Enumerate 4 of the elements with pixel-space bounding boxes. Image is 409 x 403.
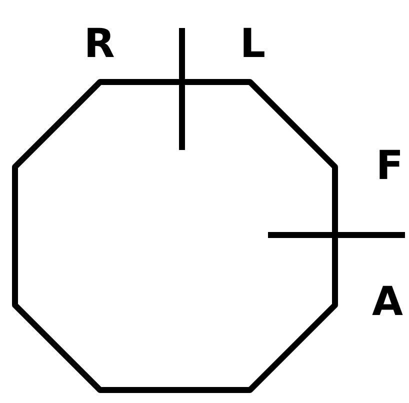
- letter-label: R: [84, 24, 115, 64]
- letter-label: F: [376, 146, 404, 186]
- letter-label: L: [240, 24, 266, 64]
- letter-label: A: [372, 282, 403, 322]
